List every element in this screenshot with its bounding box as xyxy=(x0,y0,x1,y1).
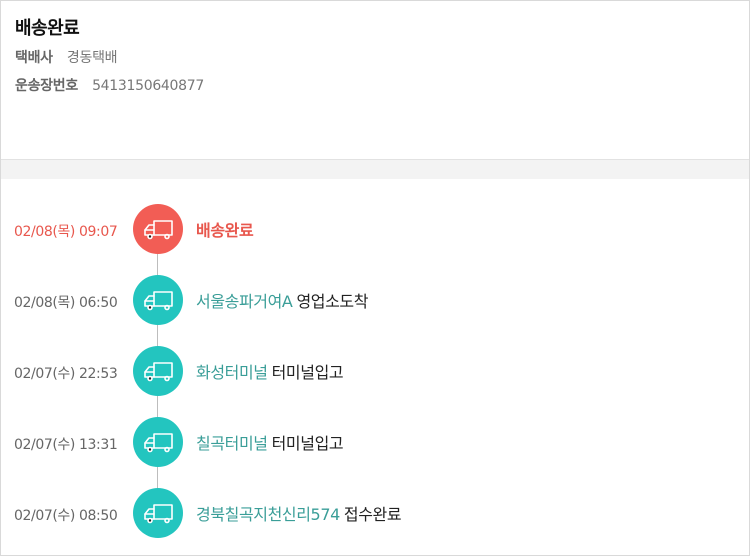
timeline-event: 02/08(목) 09:07 배송완료 xyxy=(1,204,749,254)
courier-row: 택배사 경동택배 xyxy=(15,47,735,69)
courier-label: 택배사 xyxy=(15,50,53,66)
tracking-number-label: 운송장번호 xyxy=(15,78,78,94)
event-status: 영업소도착 xyxy=(296,292,369,311)
truck-icon xyxy=(133,204,183,254)
truck-icon xyxy=(133,488,183,538)
truck-icon xyxy=(133,346,183,396)
delivery-status-title: 배송완료 xyxy=(15,18,80,39)
event-time: 02/07(수) 08:50 xyxy=(14,508,118,524)
tracking-timeline: 02/08(목) 09:07 배송완료 02/08(목) 06:50 서울송파거… xyxy=(1,179,749,555)
truck-icon xyxy=(133,275,183,325)
truck-icon xyxy=(133,417,183,467)
event-location: 칠곡터미널 xyxy=(196,434,268,453)
event-status: 접수완료 xyxy=(343,505,402,524)
section-divider xyxy=(1,159,749,179)
courier-value: 경동택배 xyxy=(66,50,118,66)
event-time: 02/07(수) 22:53 xyxy=(14,366,118,382)
event-time: 02/08(목) 09:07 xyxy=(14,224,118,240)
event-status: 터미널입고 xyxy=(271,434,344,453)
event-description: 배송완료 xyxy=(196,217,254,241)
event-time: 02/08(목) 06:50 xyxy=(14,295,118,311)
event-location: 화성터미널 xyxy=(196,363,268,382)
delivery-summary: 배송완료 택배사 경동택배 운송장번호 5413150640877 xyxy=(1,1,749,159)
tracking-number-value: 5413150640877 xyxy=(92,78,204,94)
event-time: 02/07(수) 13:31 xyxy=(14,437,118,453)
event-location: 경북칠곡지천신리574 xyxy=(196,505,340,524)
event-location: 서울송파거여A xyxy=(196,292,293,311)
event-status: 터미널입고 xyxy=(271,363,344,382)
tracking-number-row: 운송장번호 5413150640877 xyxy=(15,75,735,97)
event-location: 배송완료 xyxy=(196,221,254,240)
